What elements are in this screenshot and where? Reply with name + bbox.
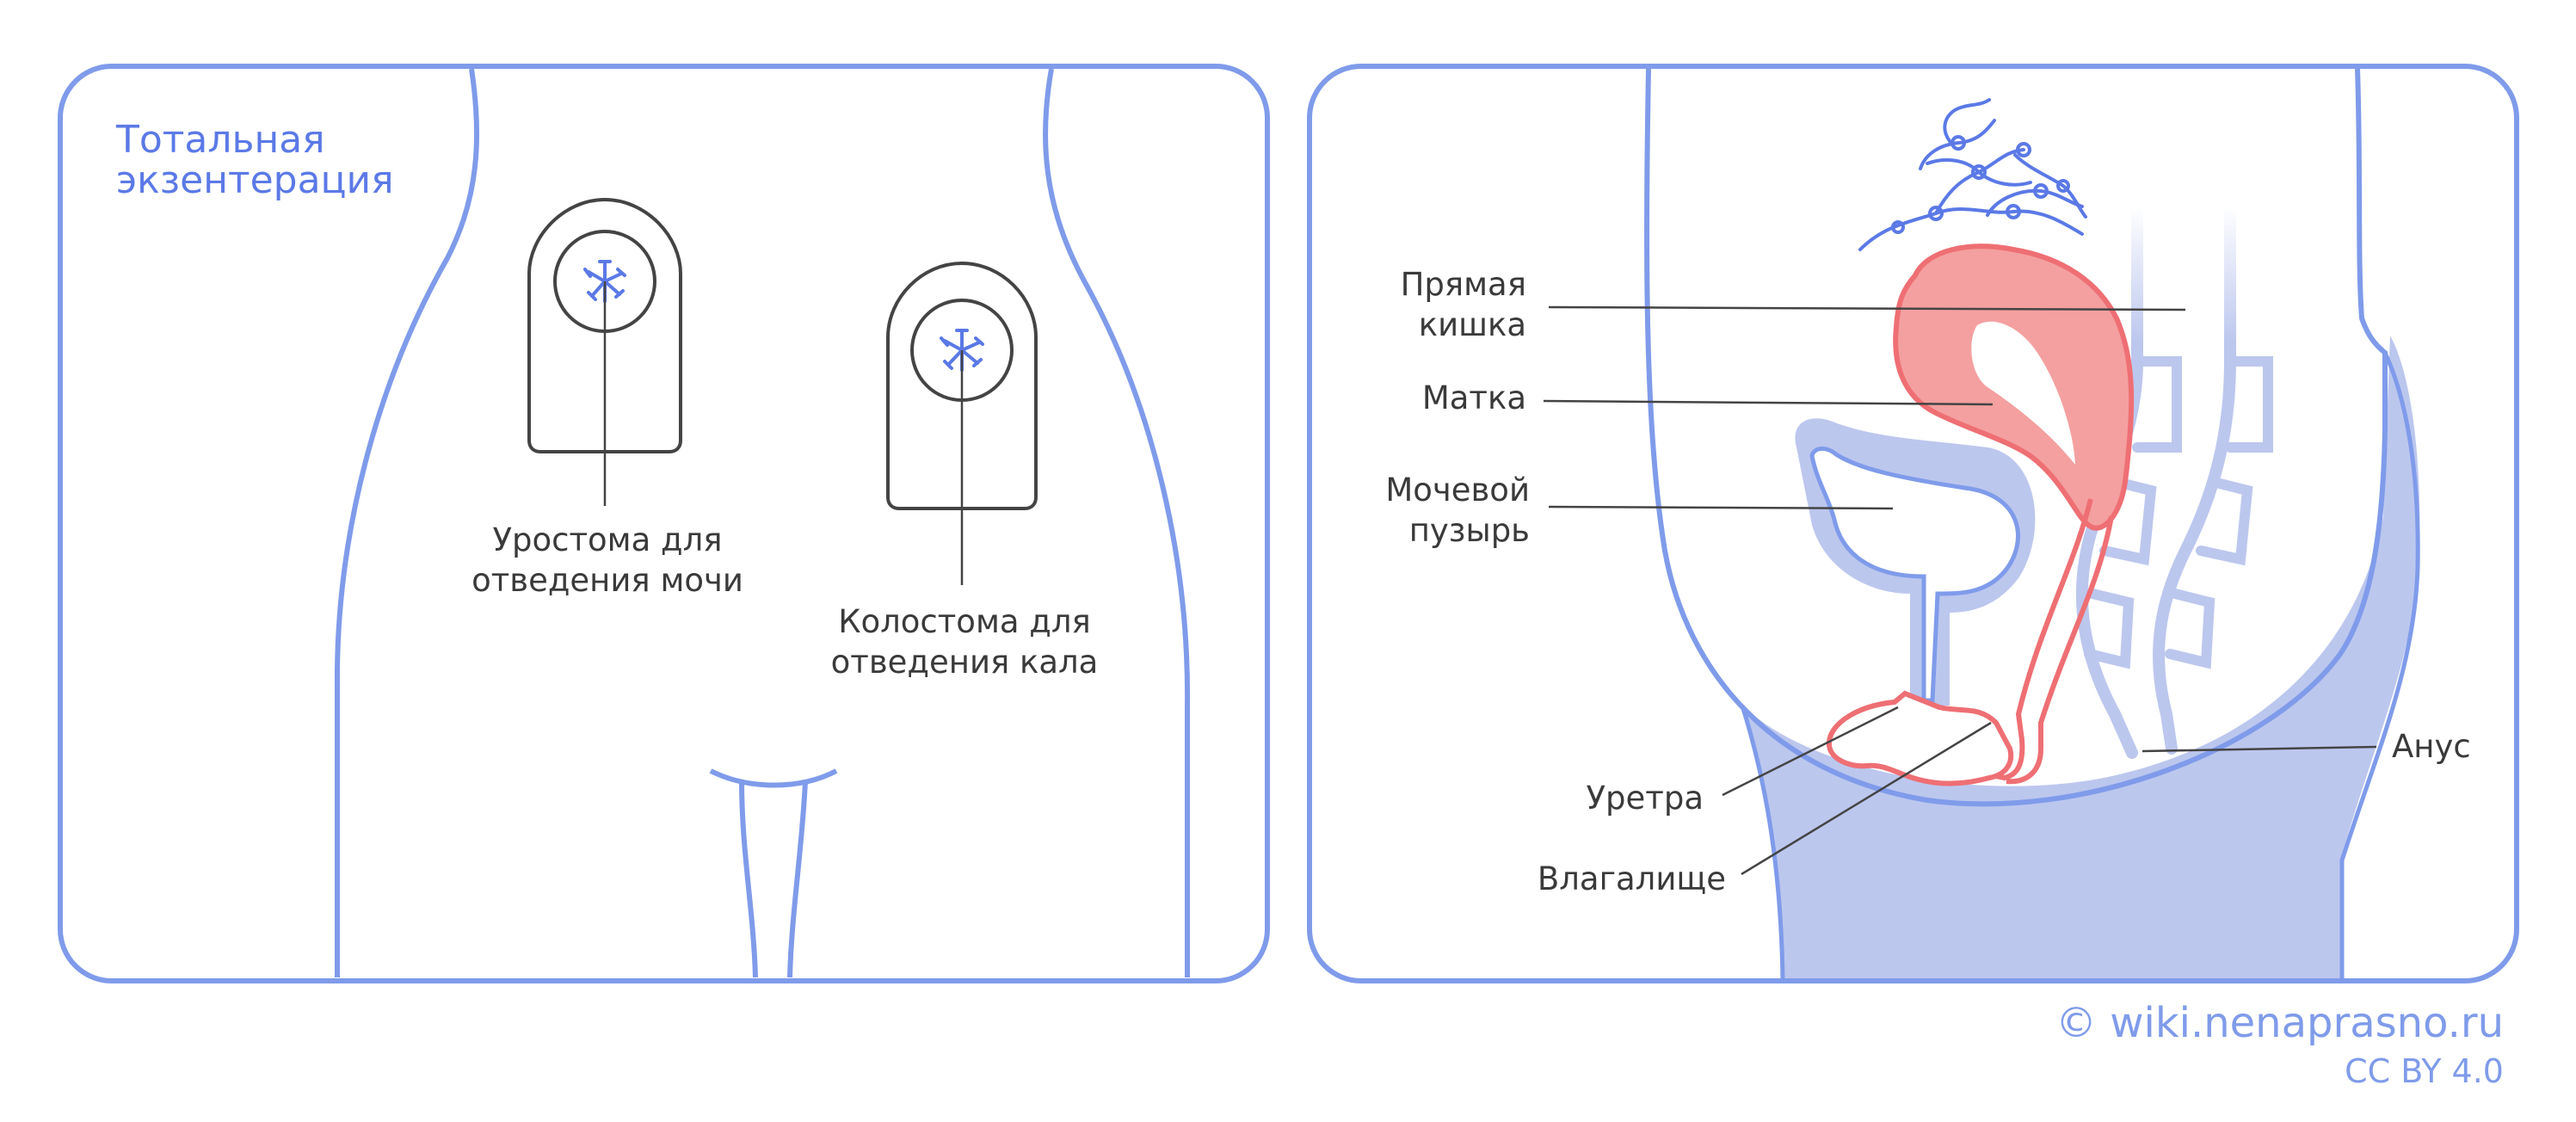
- urethra-pointer-line: [1722, 706, 1899, 797]
- vagina-pointer-line: [1741, 721, 1992, 876]
- left-title-line2: экзентерация: [116, 158, 394, 202]
- bladder-pointer-line: [1548, 505, 1894, 510]
- urethra-label: Уретра: [1586, 780, 1704, 817]
- uterus-rectum: [1826, 244, 2135, 786]
- vertebrae: [2084, 356, 2273, 669]
- credit-site: © wiki.nenaprasno.ru: [2055, 999, 2504, 1047]
- leg-gap-left: [739, 780, 758, 978]
- torso-lower-line: [1740, 705, 1785, 981]
- colostomy-label-line1: Колостома для: [838, 603, 1091, 640]
- anus-pointer-line: [2142, 745, 2377, 753]
- bladder-inner: [1809, 447, 2020, 703]
- urostomy-bag: [527, 197, 682, 506]
- vagina-tube-inner: [2006, 515, 2114, 785]
- colostomy-stoma-icon: [940, 329, 984, 372]
- colostomy-bag: [886, 261, 1038, 585]
- colostomy-label-line2: отведения кала: [831, 644, 1099, 681]
- right-panel: Прямая кишка Матка Мочевой пузырь Уретра…: [1307, 64, 2519, 983]
- urostomy-label-line1: Уростома для: [492, 521, 722, 558]
- anus-label: Анус: [2392, 728, 2471, 765]
- bladder-label-line1: Мочевой: [1385, 472, 1530, 509]
- left-panel: Тотальная экзентерация Уростома для отве…: [58, 64, 1270, 983]
- pubic-curve: [709, 768, 838, 788]
- torso-outline: [1643, 68, 2388, 807]
- vagina-label: Влагалище: [1538, 860, 1726, 897]
- urostomy-stoma-icon: [583, 260, 626, 303]
- right-panel-frame: [1307, 64, 2519, 983]
- leg-gap-right: [787, 780, 808, 978]
- left-title-line1: Тотальная: [115, 118, 325, 162]
- body-outline-left: [334, 68, 480, 977]
- rectum-pointer-line: [1548, 305, 2186, 311]
- uterus-pointer-line: [1543, 399, 1994, 406]
- lower-body-fill: [1742, 336, 2420, 981]
- uterus-cavity: [1971, 321, 2075, 465]
- vagina-tube: [1978, 498, 2093, 781]
- rectum-label-line1: Прямая: [1401, 266, 1526, 303]
- credit-license: CC BY 4.0: [2345, 1052, 2504, 1090]
- bladder-label-line2: пузырь: [1409, 512, 1530, 549]
- uterus-label: Матка: [1422, 379, 1526, 416]
- urethra-shape: [1826, 690, 2014, 786]
- intestine-vessels: [1858, 98, 2087, 251]
- urostomy-label-line2: отведения мочи: [471, 562, 743, 599]
- bladder: [1795, 418, 2036, 706]
- body-outline-right: [1043, 68, 1191, 977]
- buttock-line: [2339, 351, 2420, 981]
- rectum-label-line2: кишка: [1419, 306, 1526, 343]
